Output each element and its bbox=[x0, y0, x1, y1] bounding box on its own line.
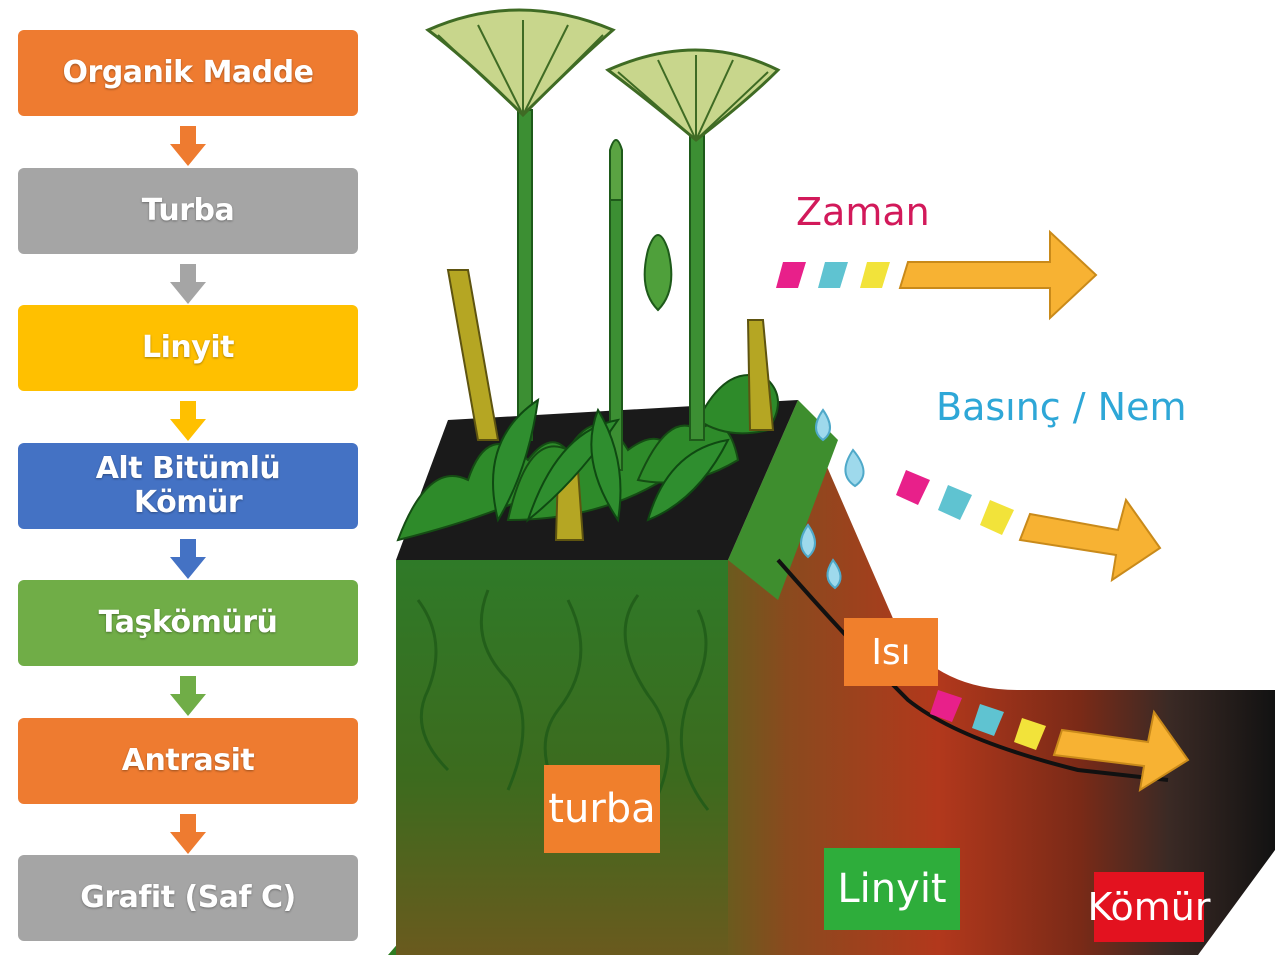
down-arrow-icon bbox=[170, 264, 206, 304]
step-label-line2: Kömür bbox=[134, 486, 242, 520]
zaman-label: Zaman bbox=[796, 190, 930, 234]
step-label: Grafit (Saf C) bbox=[80, 879, 296, 917]
step-label: Organik Madde bbox=[63, 54, 314, 92]
step-linyit: Linyit bbox=[18, 305, 358, 391]
landscape-drawing bbox=[378, 0, 1275, 965]
basinc-nem-label: Basınç / Nem bbox=[936, 385, 1186, 429]
step-label: Antrasit bbox=[122, 742, 254, 780]
linyit-label: Linyit bbox=[837, 866, 946, 912]
time-arrow bbox=[776, 232, 1096, 318]
down-arrow-icon bbox=[170, 401, 206, 441]
down-arrow-icon bbox=[170, 676, 206, 716]
soil-block bbox=[396, 560, 728, 955]
down-arrow-icon bbox=[170, 539, 206, 579]
down-arrow-icon bbox=[170, 814, 206, 854]
step-taskomuru: Taşkömürü bbox=[18, 580, 358, 666]
turba-tag: turba bbox=[544, 765, 660, 853]
step-organik-madde: Organik Madde bbox=[18, 30, 358, 116]
step-label: Turba bbox=[142, 192, 235, 230]
step-grafit: Grafit (Saf C) bbox=[18, 855, 358, 941]
step-turba: Turba bbox=[18, 168, 358, 254]
komur-label: Kömür bbox=[1088, 885, 1211, 929]
step-label: Linyit bbox=[142, 329, 234, 367]
linyit-tag: Linyit bbox=[824, 848, 960, 930]
isi-tag: Isı bbox=[844, 618, 938, 686]
step-alt-bitumlu-komur: Alt Bitümlü Kömür bbox=[18, 443, 358, 529]
turba-label: turba bbox=[548, 786, 655, 832]
down-arrow-icon bbox=[170, 126, 206, 166]
isi-label: Isı bbox=[871, 632, 910, 673]
step-label: Taşkömürü bbox=[99, 604, 278, 642]
coal-formation-flowchart: Organik Madde Turba Linyit Alt Bitümlü K… bbox=[18, 30, 358, 950]
pressure-arrow bbox=[896, 470, 1160, 580]
coal-formation-illustration: Zaman Basınç / Nem Isı turba Linyit Kömü… bbox=[378, 0, 1275, 965]
komur-tag: Kömür bbox=[1094, 872, 1204, 942]
step-label-line1: Alt Bitümlü bbox=[96, 452, 281, 486]
step-antrasit: Antrasit bbox=[18, 718, 358, 804]
